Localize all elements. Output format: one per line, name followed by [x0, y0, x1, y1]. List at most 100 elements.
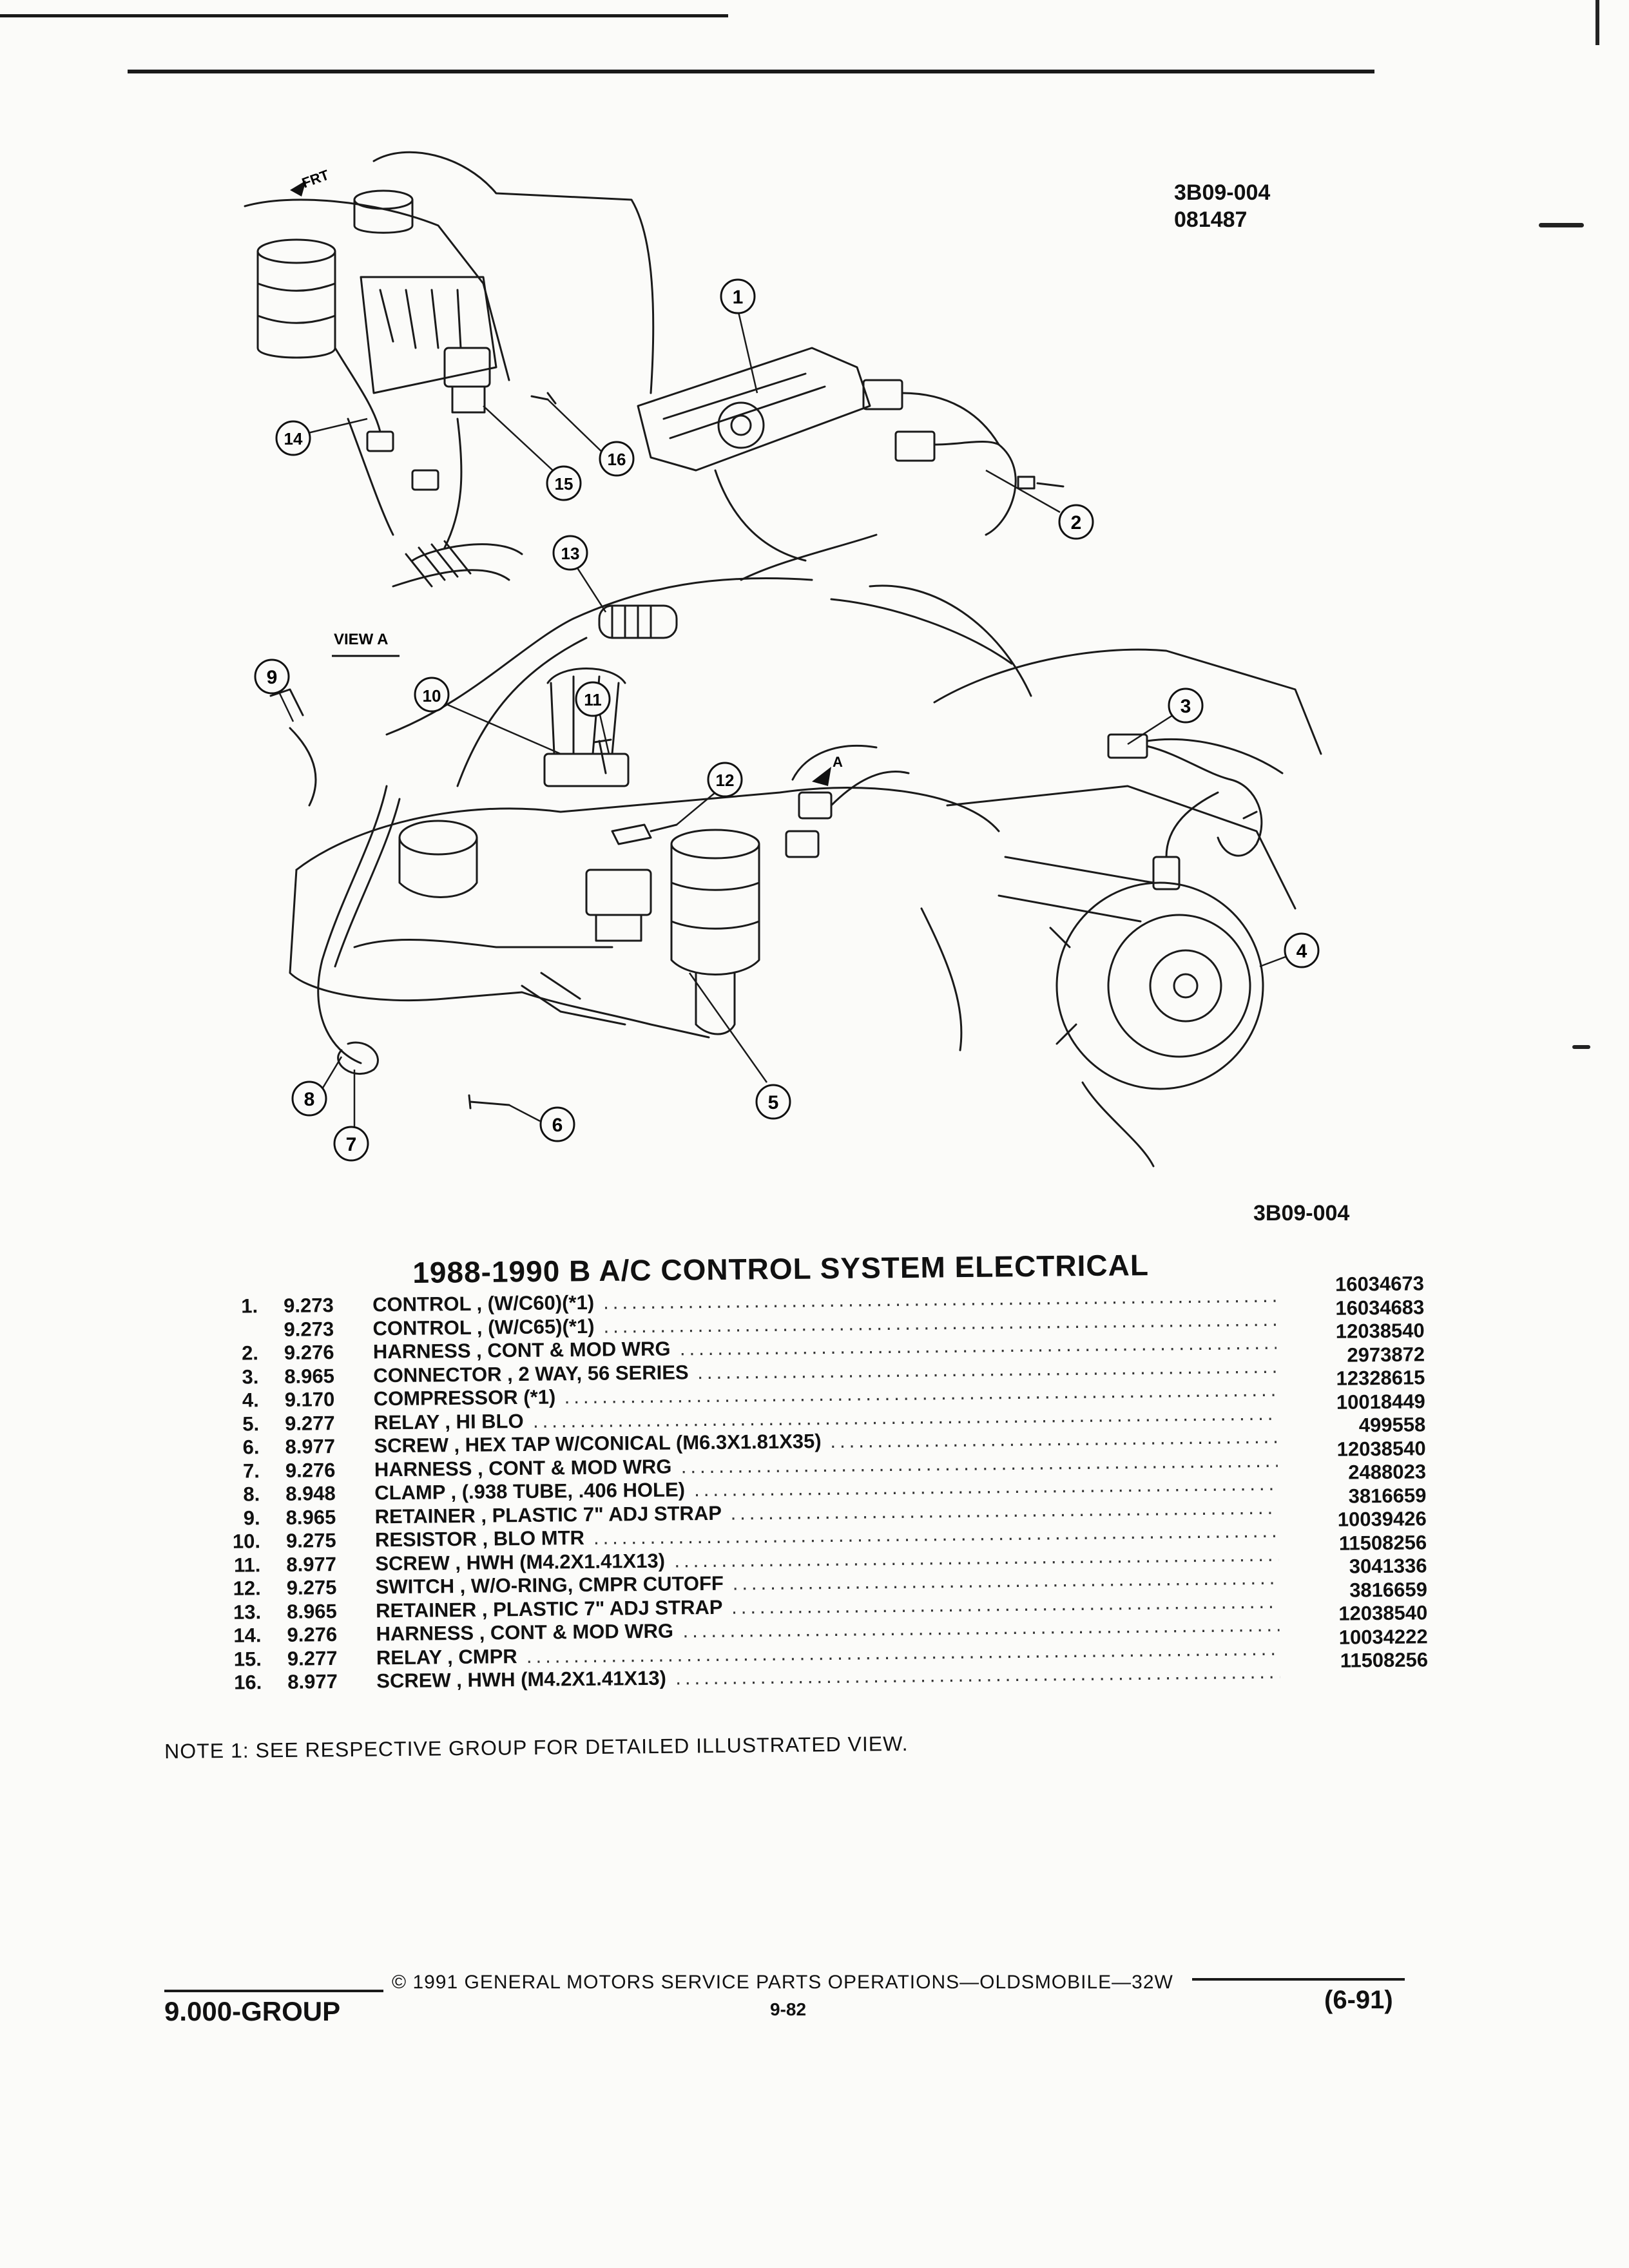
- section-title: 1988-1990 B A/C CONTROL SYSTEM ELECTRICA…: [412, 1248, 1150, 1289]
- group-label: 9.000-GROUP: [164, 1996, 341, 2026]
- part-description: HARNESS , CONT & MOD WRG: [376, 1619, 674, 1646]
- group-number: 9.275: [285, 1529, 336, 1552]
- group-number: 8.977: [285, 1435, 336, 1458]
- item-number: 11.: [233, 1553, 261, 1577]
- item-number: 9.: [243, 1506, 260, 1530]
- part-description: CONTROL , (W/C60)(*1): [372, 1291, 595, 1316]
- callout-4: 4: [1284, 932, 1320, 968]
- item-number: 7.: [242, 1459, 260, 1483]
- part-number: 11508256: [1340, 1648, 1429, 1672]
- blower-resistor-icon: [543, 753, 630, 787]
- callout-15: 15: [546, 465, 582, 501]
- callout-3: 3: [1168, 687, 1204, 724]
- group-number: 8.965: [285, 1505, 336, 1529]
- drawing-id: 3B09-004: [1174, 180, 1271, 205]
- group-number: 8.977: [286, 1552, 337, 1576]
- cmpr-cutoff-switch-icon: [611, 823, 652, 845]
- callout-5: 5: [755, 1084, 791, 1120]
- part-description: COMPRESSOR (*1): [373, 1385, 556, 1410]
- part-description: CONTROL , (W/C65)(*1): [372, 1314, 595, 1340]
- svg-text:6: 6: [552, 1115, 563, 1136]
- group-number: 9.277: [287, 1646, 338, 1670]
- part-description: CONNECTOR , 2 WAY, 56 SERIES: [373, 1360, 689, 1387]
- svg-text:2: 2: [1071, 512, 1082, 533]
- part-description: SCREW , HWH (M4.2X1.41X13): [375, 1549, 666, 1575]
- part-description: HARNESS , CONT & MOD WRG: [372, 1337, 671, 1363]
- revision-date: (6-91): [1324, 1986, 1393, 2014]
- svg-text:13: 13: [561, 544, 580, 563]
- part-description: RELAY , HI BLO: [373, 1409, 524, 1434]
- top-edge-rule: [0, 14, 728, 17]
- part-number: 3816659: [1348, 1483, 1427, 1508]
- svg-text:7: 7: [346, 1134, 357, 1155]
- svg-text:4: 4: [1296, 941, 1307, 962]
- item-number: 12.: [233, 1577, 261, 1600]
- engine-area: [920, 648, 1322, 1168]
- part-description: RETAINER , PLASTIC 7" ADJ STRAP: [375, 1595, 723, 1622]
- hi-blo-relay-icon: [585, 869, 652, 916]
- front-label: FRT: [300, 166, 331, 191]
- item-number: 6.: [242, 1436, 260, 1459]
- svg-text:5: 5: [768, 1092, 779, 1113]
- clamp-icon: [337, 1041, 379, 1075]
- group-number: 8.948: [285, 1482, 336, 1505]
- item-number: 8.: [243, 1483, 260, 1506]
- view-a-arrow-icon: [812, 767, 831, 786]
- callout-14: 14: [275, 420, 311, 456]
- callout-7: 7: [333, 1126, 369, 1162]
- item-number: 5.: [242, 1412, 260, 1436]
- item-number: 4.: [242, 1389, 259, 1412]
- main-harness: [385, 577, 1032, 787]
- callout-16: 16: [599, 441, 635, 477]
- view-a-label: VIEW A: [334, 631, 388, 648]
- svg-text:11: 11: [584, 690, 602, 709]
- control-assembly: [637, 347, 1065, 581]
- figure-caption-id: 3B09-004: [1253, 1201, 1350, 1225]
- ac-control-system-diagram: 1 2 3 4 5 6 7 8 9 10 11 12 13 14 15 16 F…: [244, 151, 1322, 1168]
- item-number: [213, 1318, 258, 1319]
- group-number: 9.275: [286, 1576, 337, 1599]
- item-number: 2.: [241, 1341, 259, 1365]
- item-number: 1.: [241, 1294, 258, 1318]
- item-number: 10.: [232, 1530, 261, 1553]
- part-number: 16034683: [1335, 1295, 1425, 1320]
- compressor-icon: [1055, 881, 1264, 1090]
- part-description: HARNESS , CONT & MOD WRG: [374, 1455, 672, 1481]
- group-number: 9.273: [284, 1317, 334, 1341]
- svg-text:10: 10: [423, 686, 441, 706]
- callout-2: 2: [1058, 504, 1094, 540]
- group-number: 9.277: [284, 1411, 335, 1435]
- control-knob-icon: [717, 401, 765, 449]
- svg-text:9: 9: [267, 667, 278, 688]
- footer-rule-right: [1192, 1978, 1405, 1981]
- callout-12: 12: [707, 762, 743, 798]
- item-number: 3.: [242, 1365, 259, 1389]
- group-number: 8.965: [284, 1364, 335, 1388]
- part-number: 10034222: [1338, 1624, 1428, 1649]
- blower-housing: [269, 668, 1000, 1110]
- group-number: 9.276: [285, 1458, 336, 1482]
- group-number: 9.276: [287, 1623, 338, 1646]
- callout-11: 11: [575, 681, 611, 717]
- binding-mark: [1595, 0, 1599, 45]
- callout-8: 8: [291, 1081, 327, 1117]
- svg-text:1: 1: [733, 287, 744, 308]
- item-number: 13.: [233, 1600, 262, 1624]
- page-number: 9-82: [770, 1999, 807, 2019]
- svg-text:15: 15: [555, 474, 574, 494]
- front-arrow-icon: [290, 180, 306, 197]
- part-number: 10039426: [1337, 1507, 1427, 1531]
- group-number: 8.977: [287, 1670, 338, 1693]
- item-number: 15.: [233, 1647, 262, 1671]
- part-description: CLAMP , (.938 TUBE, .406 HOLE): [374, 1478, 686, 1504]
- svg-text:12: 12: [716, 771, 735, 790]
- copyright-line: © 1991 GENERAL MOTORS SERVICE PARTS OPER…: [392, 1972, 1173, 1993]
- part-number: 3816659: [1349, 1577, 1428, 1602]
- part-description: RELAY , CMPR: [376, 1644, 517, 1669]
- footer-rule-left: [164, 1990, 383, 1992]
- view-a-inset: [244, 151, 655, 588]
- callouts: 1 2 3 4 5 6 7 8 9 10 11 12 13 14 15 16: [254, 278, 1320, 1162]
- view-a-arrow-label: A: [833, 754, 843, 770]
- part-description: SCREW , HWH (M4.2X1.41X13): [376, 1666, 667, 1693]
